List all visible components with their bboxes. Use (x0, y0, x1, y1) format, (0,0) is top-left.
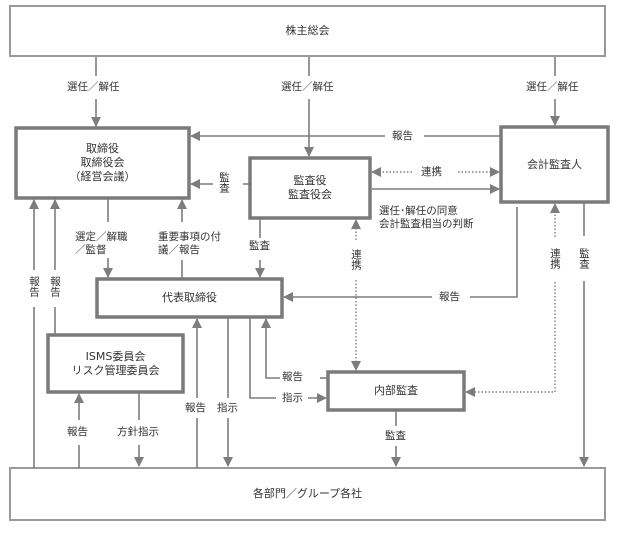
edge-label-audit-accounting-departments: 監査 (578, 248, 590, 269)
edge-label-instruct-president-dept: 指示 (217, 402, 238, 415)
edge-label-elect-auditors: 選任／解任 (281, 81, 334, 94)
edge-label-instruct-president-internal: 指示 (282, 392, 303, 405)
auditors-box (248, 156, 372, 220)
accounting-auditor-box (499, 125, 610, 204)
edge-line (470, 207, 518, 298)
auditors-label: 監査役 監査役会 (288, 174, 332, 201)
president-box (95, 277, 284, 319)
edge-label-report-dept-board-2: 報告 (49, 276, 61, 297)
isms-box (46, 333, 185, 394)
edge-label-important-matters: 重要事項の付 議／報告 (158, 231, 221, 257)
edge-arrow (261, 318, 280, 379)
board-box (14, 126, 191, 200)
edge-label-cooperate-auditors-accounting: 連携 (421, 166, 442, 179)
edge-label-report-dept-isms: 報告 (67, 426, 88, 439)
edge-label-report-internal-president: 報告 (282, 371, 303, 384)
board-label: 取締役 取締役会 （経営会議） (69, 142, 136, 183)
edge-line (249, 317, 276, 399)
internal-audit-label: 内部監査 (374, 384, 418, 397)
departments-box (9, 467, 606, 521)
edge-label-report-accounting-president: 報告 (439, 291, 460, 304)
edge-label-audit-auditors-board: 監査 (218, 172, 230, 193)
edge-label-cooperate-accounting-internal: 連携 (549, 248, 561, 269)
shareholders-box (9, 5, 606, 57)
edge-label-consent: 選任･解任の同意 会計監査相当の判断 (379, 205, 474, 231)
edge-label-appoint-dismiss: 選定／解職 ／監督 (75, 231, 128, 257)
edge-dotted-arrow (465, 282, 556, 397)
edge-label-report-accounting-board: 報告 (392, 130, 413, 143)
edge-label-cooperate-auditors-internal: 連携 (350, 249, 362, 270)
edge-label-elect-accounting: 選任／解任 (526, 81, 579, 94)
president-label: 代表取締役 (162, 291, 217, 304)
departments-label: 各部門／グループ各社 (252, 487, 363, 500)
accounting-auditor-label: 会計監査人 (527, 157, 582, 171)
edge-label-report-dept-board-1: 報告 (28, 276, 40, 297)
edge-label-audit-internal-departments: 監査 (385, 430, 406, 443)
edge-label-elect-board: 選任／解任 (67, 81, 120, 94)
edge-label-policy-isms-dept: 方針指示 (117, 426, 159, 439)
edge-label-audit-auditors-president: 監査 (249, 240, 270, 253)
internal-audit-box (326, 370, 466, 412)
edge-label-report-dept-president: 報告 (185, 402, 206, 415)
shareholders-label: 株主総会 (285, 24, 330, 37)
isms-label: ISMS委員会 リスク管理委員会 (71, 349, 160, 377)
